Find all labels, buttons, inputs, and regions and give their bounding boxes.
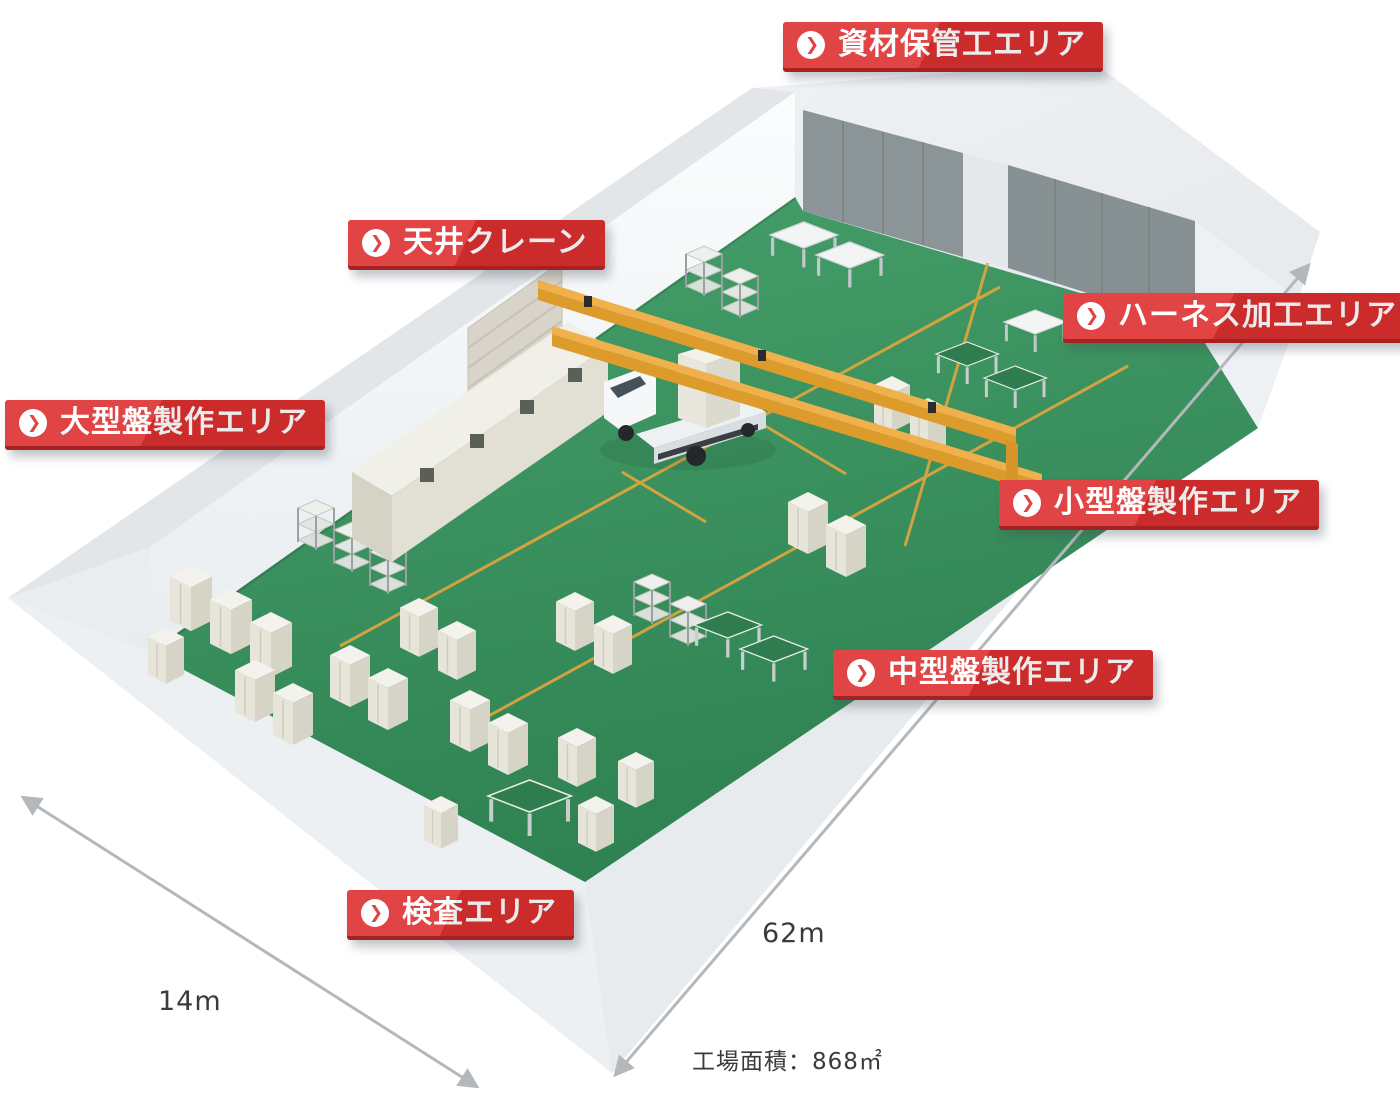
area-label-text: 天井クレーン [403, 225, 588, 260]
chevron-circle-icon: ❯ [1013, 489, 1041, 517]
area-label-harness-processing[interactable]: ❯ ハーネス加工エリア [1063, 293, 1400, 343]
chevron-circle-icon: ❯ [361, 899, 389, 927]
area-label-text: 大型盤製作エリア [60, 405, 308, 440]
width-dimension-label: 14m [158, 986, 222, 1017]
chevron-circle-icon: ❯ [362, 229, 390, 257]
chevron-circle-icon: ❯ [797, 31, 825, 59]
assembly-bench-row [352, 322, 608, 562]
area-label-text: ハーネス加工エリア [1118, 298, 1397, 333]
area-label-text: 中型盤製作エリア [888, 655, 1136, 690]
area-label-text: 小型盤製作エリア [1054, 485, 1302, 520]
area-label-small-panel[interactable]: ❯ 小型盤製作エリア [999, 480, 1319, 530]
area-label-text: 資材保管工エリア [838, 27, 1086, 62]
area-label-material-storage[interactable]: ❯ 資材保管工エリア [783, 22, 1103, 72]
area-label-inspection[interactable]: ❯ 検査エリア [347, 890, 574, 940]
area-label-large-panel[interactable]: ❯ 大型盤製作エリア [5, 400, 325, 450]
chevron-circle-icon: ❯ [19, 409, 47, 437]
area-label-ceiling-crane[interactable]: ❯ 天井クレーン [348, 220, 605, 270]
area-label-medium-panel[interactable]: ❯ 中型盤製作エリア [833, 650, 1153, 700]
length-dimension-label: 62m [762, 918, 826, 949]
width-arrow-14m [20, 795, 480, 1089]
area-label-text: 検査エリア [402, 895, 557, 930]
factory-area-label: 工場面積：868㎡ [692, 1049, 883, 1075]
chevron-circle-icon: ❯ [847, 659, 875, 687]
partition-doorway [963, 153, 1008, 268]
chevron-circle-icon: ❯ [1077, 302, 1105, 330]
